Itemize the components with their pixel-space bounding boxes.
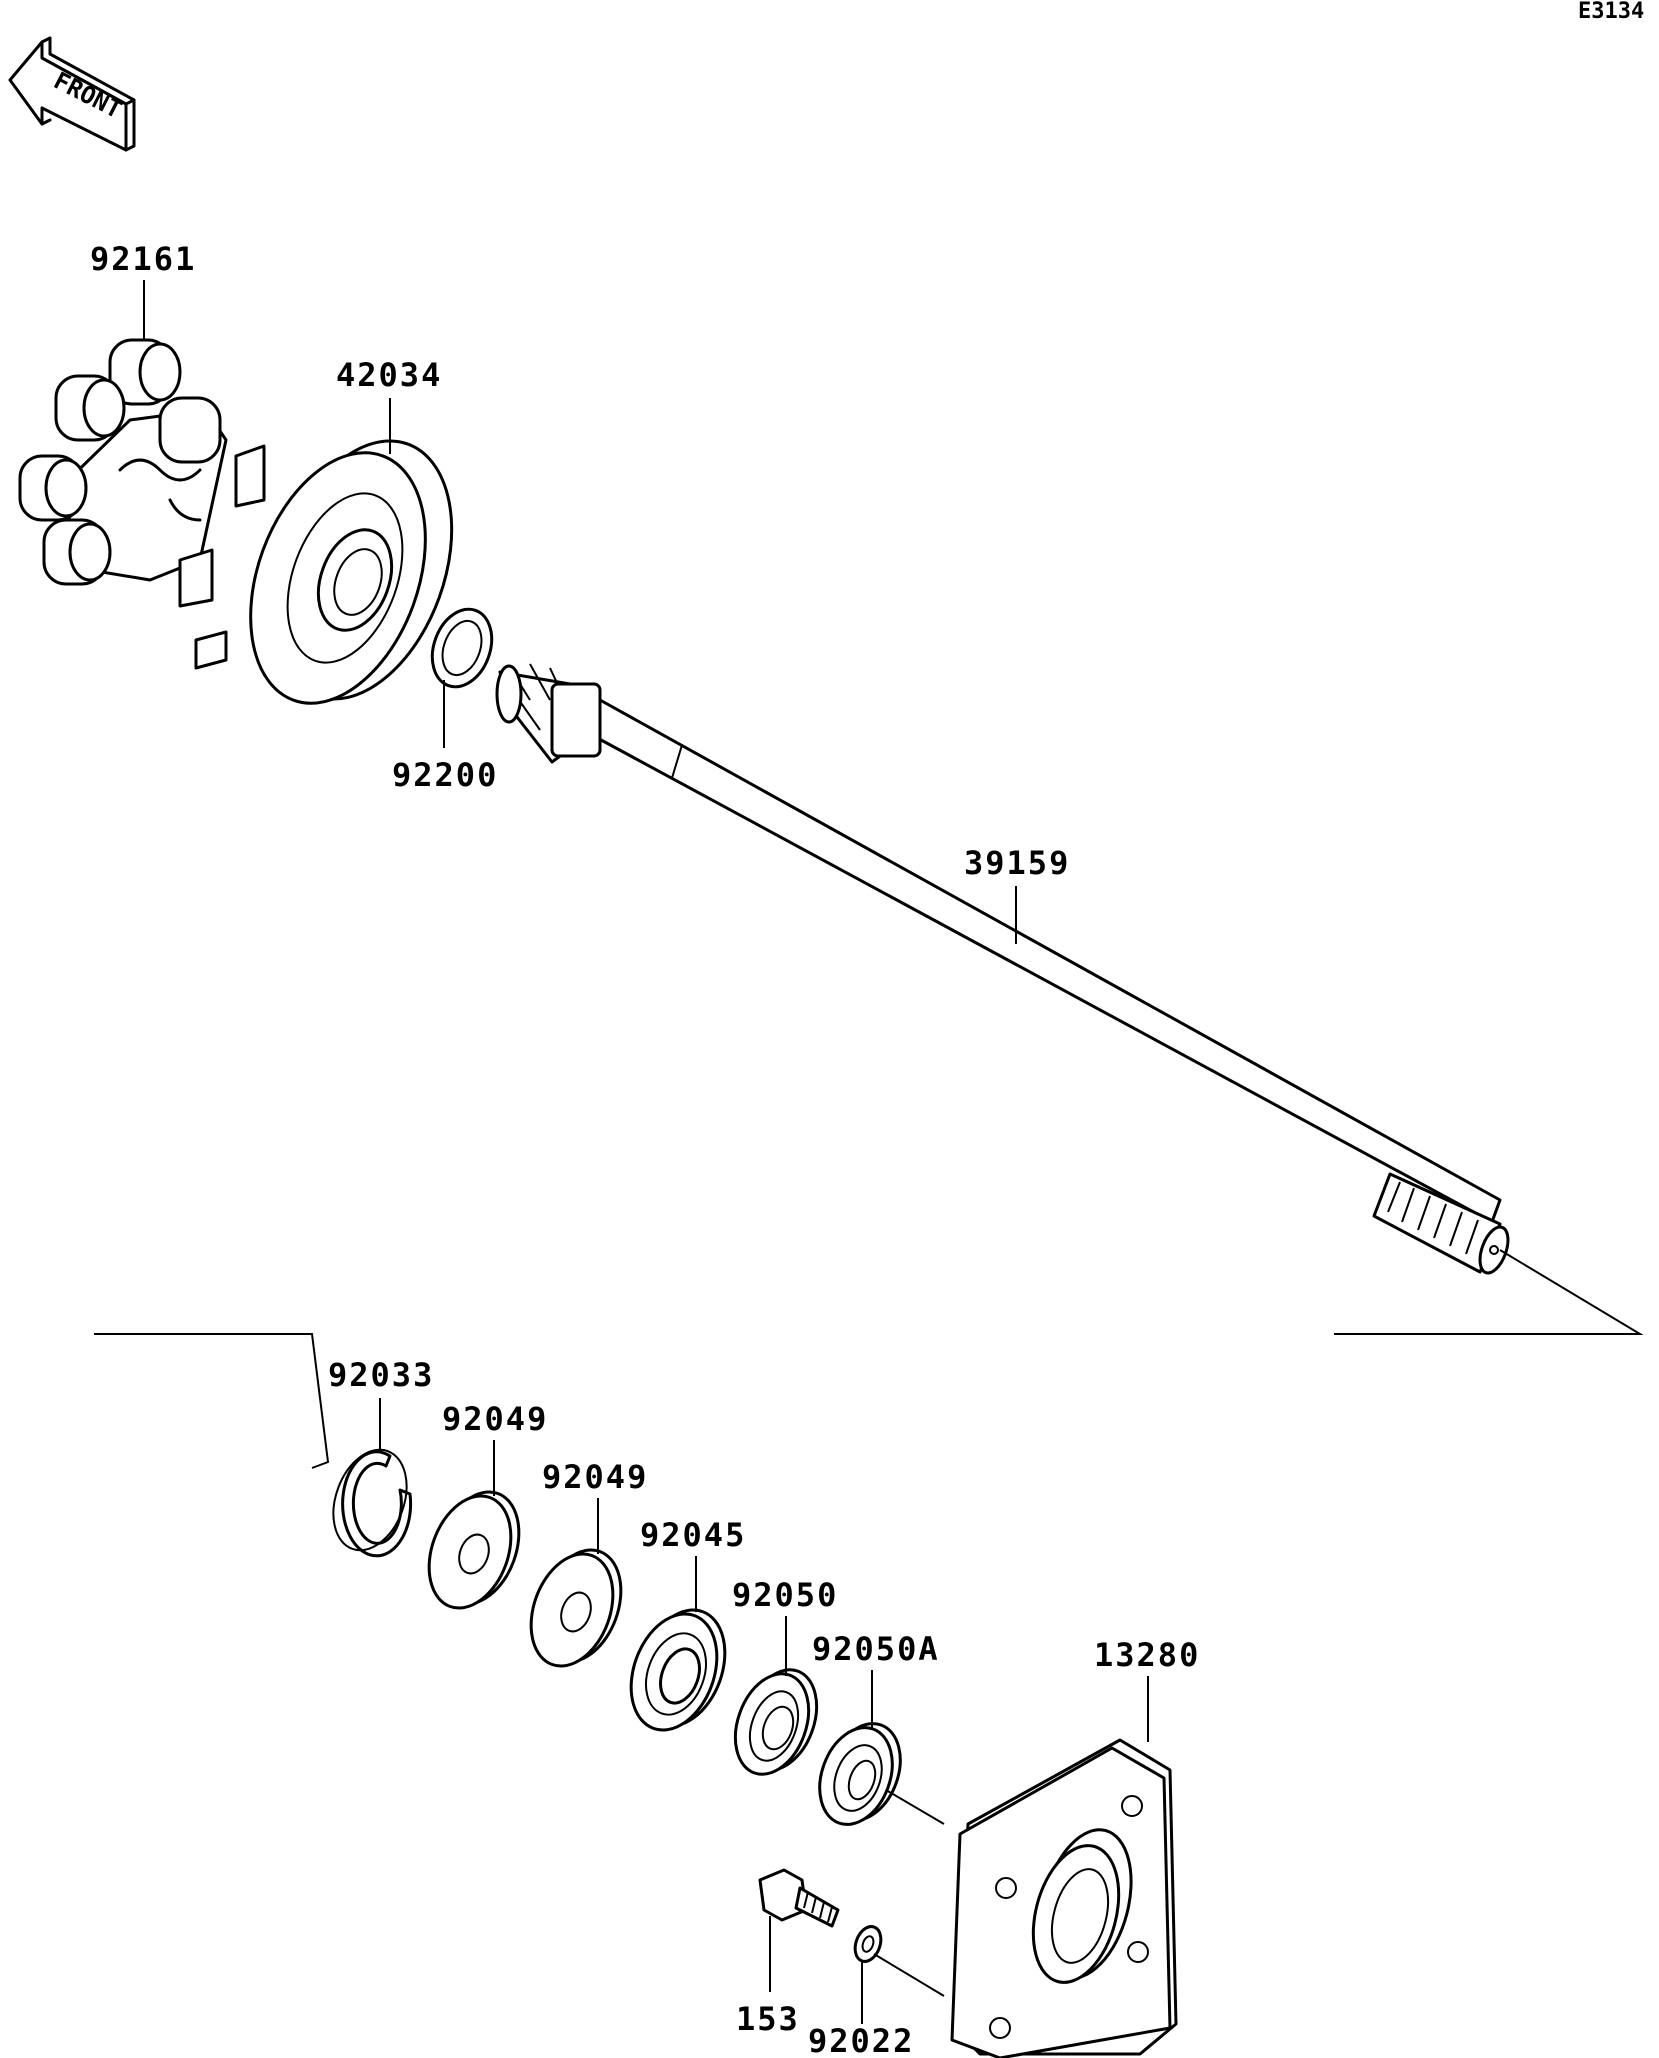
part-42034-coupling bbox=[178, 439, 454, 705]
part-label-92049-a: 92049 bbox=[442, 1400, 548, 1438]
assembly-line-92022 bbox=[873, 1953, 945, 1997]
part-label-39159: 39159 bbox=[964, 844, 1070, 882]
part-92049-seal-a bbox=[427, 1490, 521, 1610]
part-label-92200: 92200 bbox=[392, 756, 498, 794]
part-label-92022: 92022 bbox=[808, 2022, 914, 2058]
part-92049-seal-b bbox=[529, 1548, 623, 1668]
assembly-line-circlip bbox=[94, 1333, 330, 1469]
part-92200-washer bbox=[430, 607, 494, 689]
part-92161-damper bbox=[18, 338, 228, 586]
part-92033-circlip bbox=[332, 1448, 413, 1558]
assembly-line-92050A bbox=[885, 1789, 945, 1825]
part-92022-washer bbox=[853, 1925, 883, 1963]
part-39159-shaft bbox=[495, 663, 1510, 1275]
part-label-92045: 92045 bbox=[640, 1516, 746, 1554]
part-label-92050: 92050 bbox=[732, 1576, 838, 1614]
front-arrow-icon: FRONT bbox=[8, 36, 136, 152]
assembly-line-shaft-end bbox=[1334, 1249, 1644, 1335]
part-153-bolt bbox=[758, 1868, 840, 1928]
part-13280-housing bbox=[950, 1738, 1178, 2058]
part-label-153: 153 bbox=[736, 2000, 800, 2038]
part-label-92161: 92161 bbox=[90, 240, 196, 278]
part-label-92050A: 92050A bbox=[812, 1630, 940, 1668]
part-92050-seal bbox=[733, 1668, 819, 1776]
part-label-13280: 13280 bbox=[1094, 1636, 1200, 1674]
part-92050A-seal bbox=[818, 1722, 902, 1826]
part-92045-bearing bbox=[629, 1608, 727, 1732]
part-label-92033: 92033 bbox=[328, 1356, 434, 1394]
diagram-code: E3134 bbox=[1578, 0, 1644, 24]
part-label-42034: 42034 bbox=[336, 356, 442, 394]
part-label-92049-b: 92049 bbox=[542, 1458, 648, 1496]
